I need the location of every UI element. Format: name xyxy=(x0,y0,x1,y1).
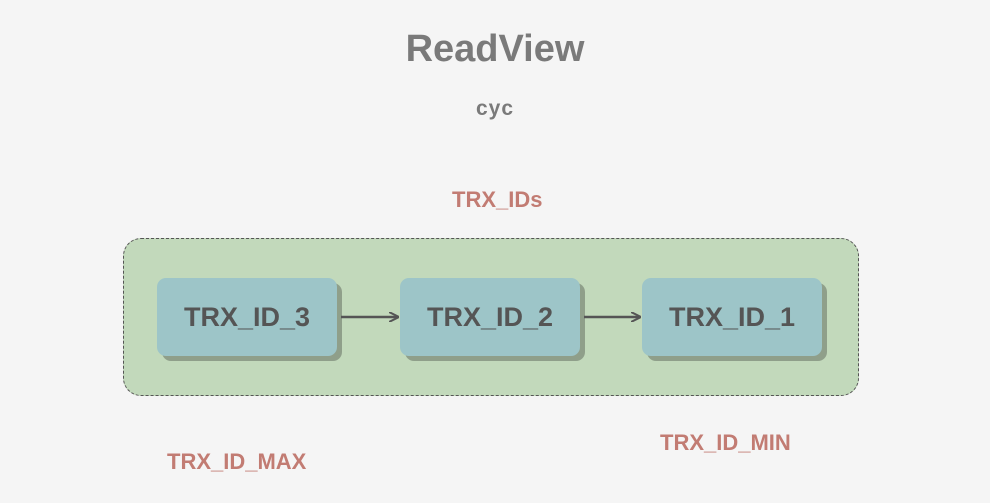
node-trx-id-3: TRX_ID_3 xyxy=(157,278,337,356)
trx-id-max-label: TRX_ID_MAX xyxy=(167,449,307,474)
node-trx-id-1: TRX_ID_1 xyxy=(642,278,822,356)
diagram-subtitle: cyc xyxy=(475,97,515,120)
diagram-title: ReadView xyxy=(405,28,585,70)
trx-id-min-label: TRX_ID_MIN xyxy=(660,430,791,455)
node-trx-id-2: TRX_ID_2 xyxy=(400,278,580,356)
trx-ids-label: TRX_IDs xyxy=(452,187,543,212)
